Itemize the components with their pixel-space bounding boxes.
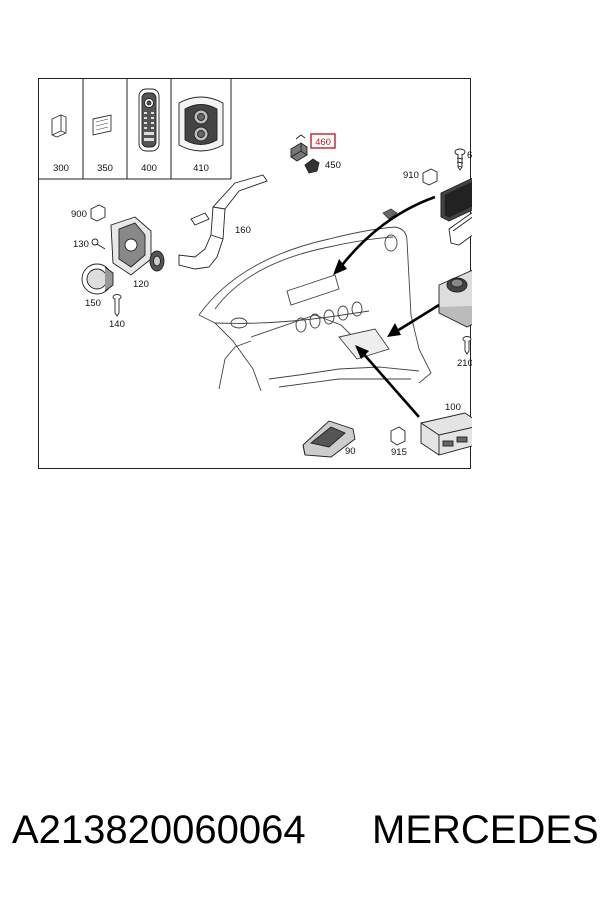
thumbnail-300-label: 300	[53, 163, 69, 174]
part-900-label: 900	[71, 209, 87, 220]
part-50-display[interactable]	[440, 175, 472, 222]
part-140-label: 140	[109, 319, 125, 330]
thumbnail-350-label: 350	[97, 163, 113, 174]
parts-diagram: 300 350 400	[38, 78, 472, 469]
part-140-screw[interactable]	[112, 294, 122, 317]
part-90-label: 90	[345, 446, 356, 457]
part-200-controller[interactable]	[438, 269, 472, 328]
part-460-connector[interactable]	[290, 134, 308, 162]
caption-bar: A213820060064 MERCEDES	[0, 808, 600, 858]
thumbnail-strip	[39, 79, 232, 180]
part-910-label: 910	[403, 170, 419, 181]
thumbnail-400-label: 400	[141, 163, 157, 174]
part-900-clip[interactable]	[90, 204, 106, 222]
part-210-label: 210	[457, 358, 472, 369]
part-60-screw[interactable]	[454, 148, 466, 171]
part-120-label: 120	[133, 279, 149, 290]
part-90-bracket[interactable]	[302, 420, 356, 458]
part-100-control-unit[interactable]	[420, 412, 472, 456]
part-915-clip[interactable]	[390, 426, 406, 446]
thumbnail-410-bezel[interactable]	[178, 96, 224, 152]
dashboard-outline	[198, 208, 432, 392]
part-160-air-duct[interactable]	[178, 174, 268, 270]
part-150-knob[interactable]	[81, 263, 114, 295]
thumbnail-400-remote[interactable]	[138, 88, 160, 152]
part-450-label: 450	[325, 160, 341, 171]
part-100-label: 100	[445, 402, 461, 413]
part-210-screw[interactable]	[462, 336, 472, 355]
brand-name: MERCEDES	[372, 808, 599, 852]
part-150-label: 150	[85, 298, 101, 309]
exploded-view-drawing: 300 350 400	[39, 79, 472, 458]
part-130-screw[interactable]	[91, 238, 106, 250]
part-120-column-module[interactable]	[110, 216, 165, 276]
part-160-label: 160	[235, 225, 251, 236]
part-130-label: 130	[73, 239, 89, 250]
part-910-clip[interactable]	[422, 168, 438, 186]
assembly-arrows	[333, 195, 440, 418]
part-60-label: 60	[467, 150, 472, 161]
part-915-label: 915	[391, 447, 407, 458]
thumbnail-350-pad[interactable]	[92, 114, 112, 136]
part-460-highlight-box	[310, 133, 336, 149]
part-460-label: 460	[315, 137, 331, 148]
part-450-clip[interactable]	[304, 158, 320, 174]
thumbnail-410-label: 410	[193, 163, 209, 174]
thumbnail-300-clip[interactable]	[51, 114, 67, 138]
part-50-cover-panel[interactable]	[448, 175, 472, 246]
part-number: A213820060064	[12, 808, 306, 852]
